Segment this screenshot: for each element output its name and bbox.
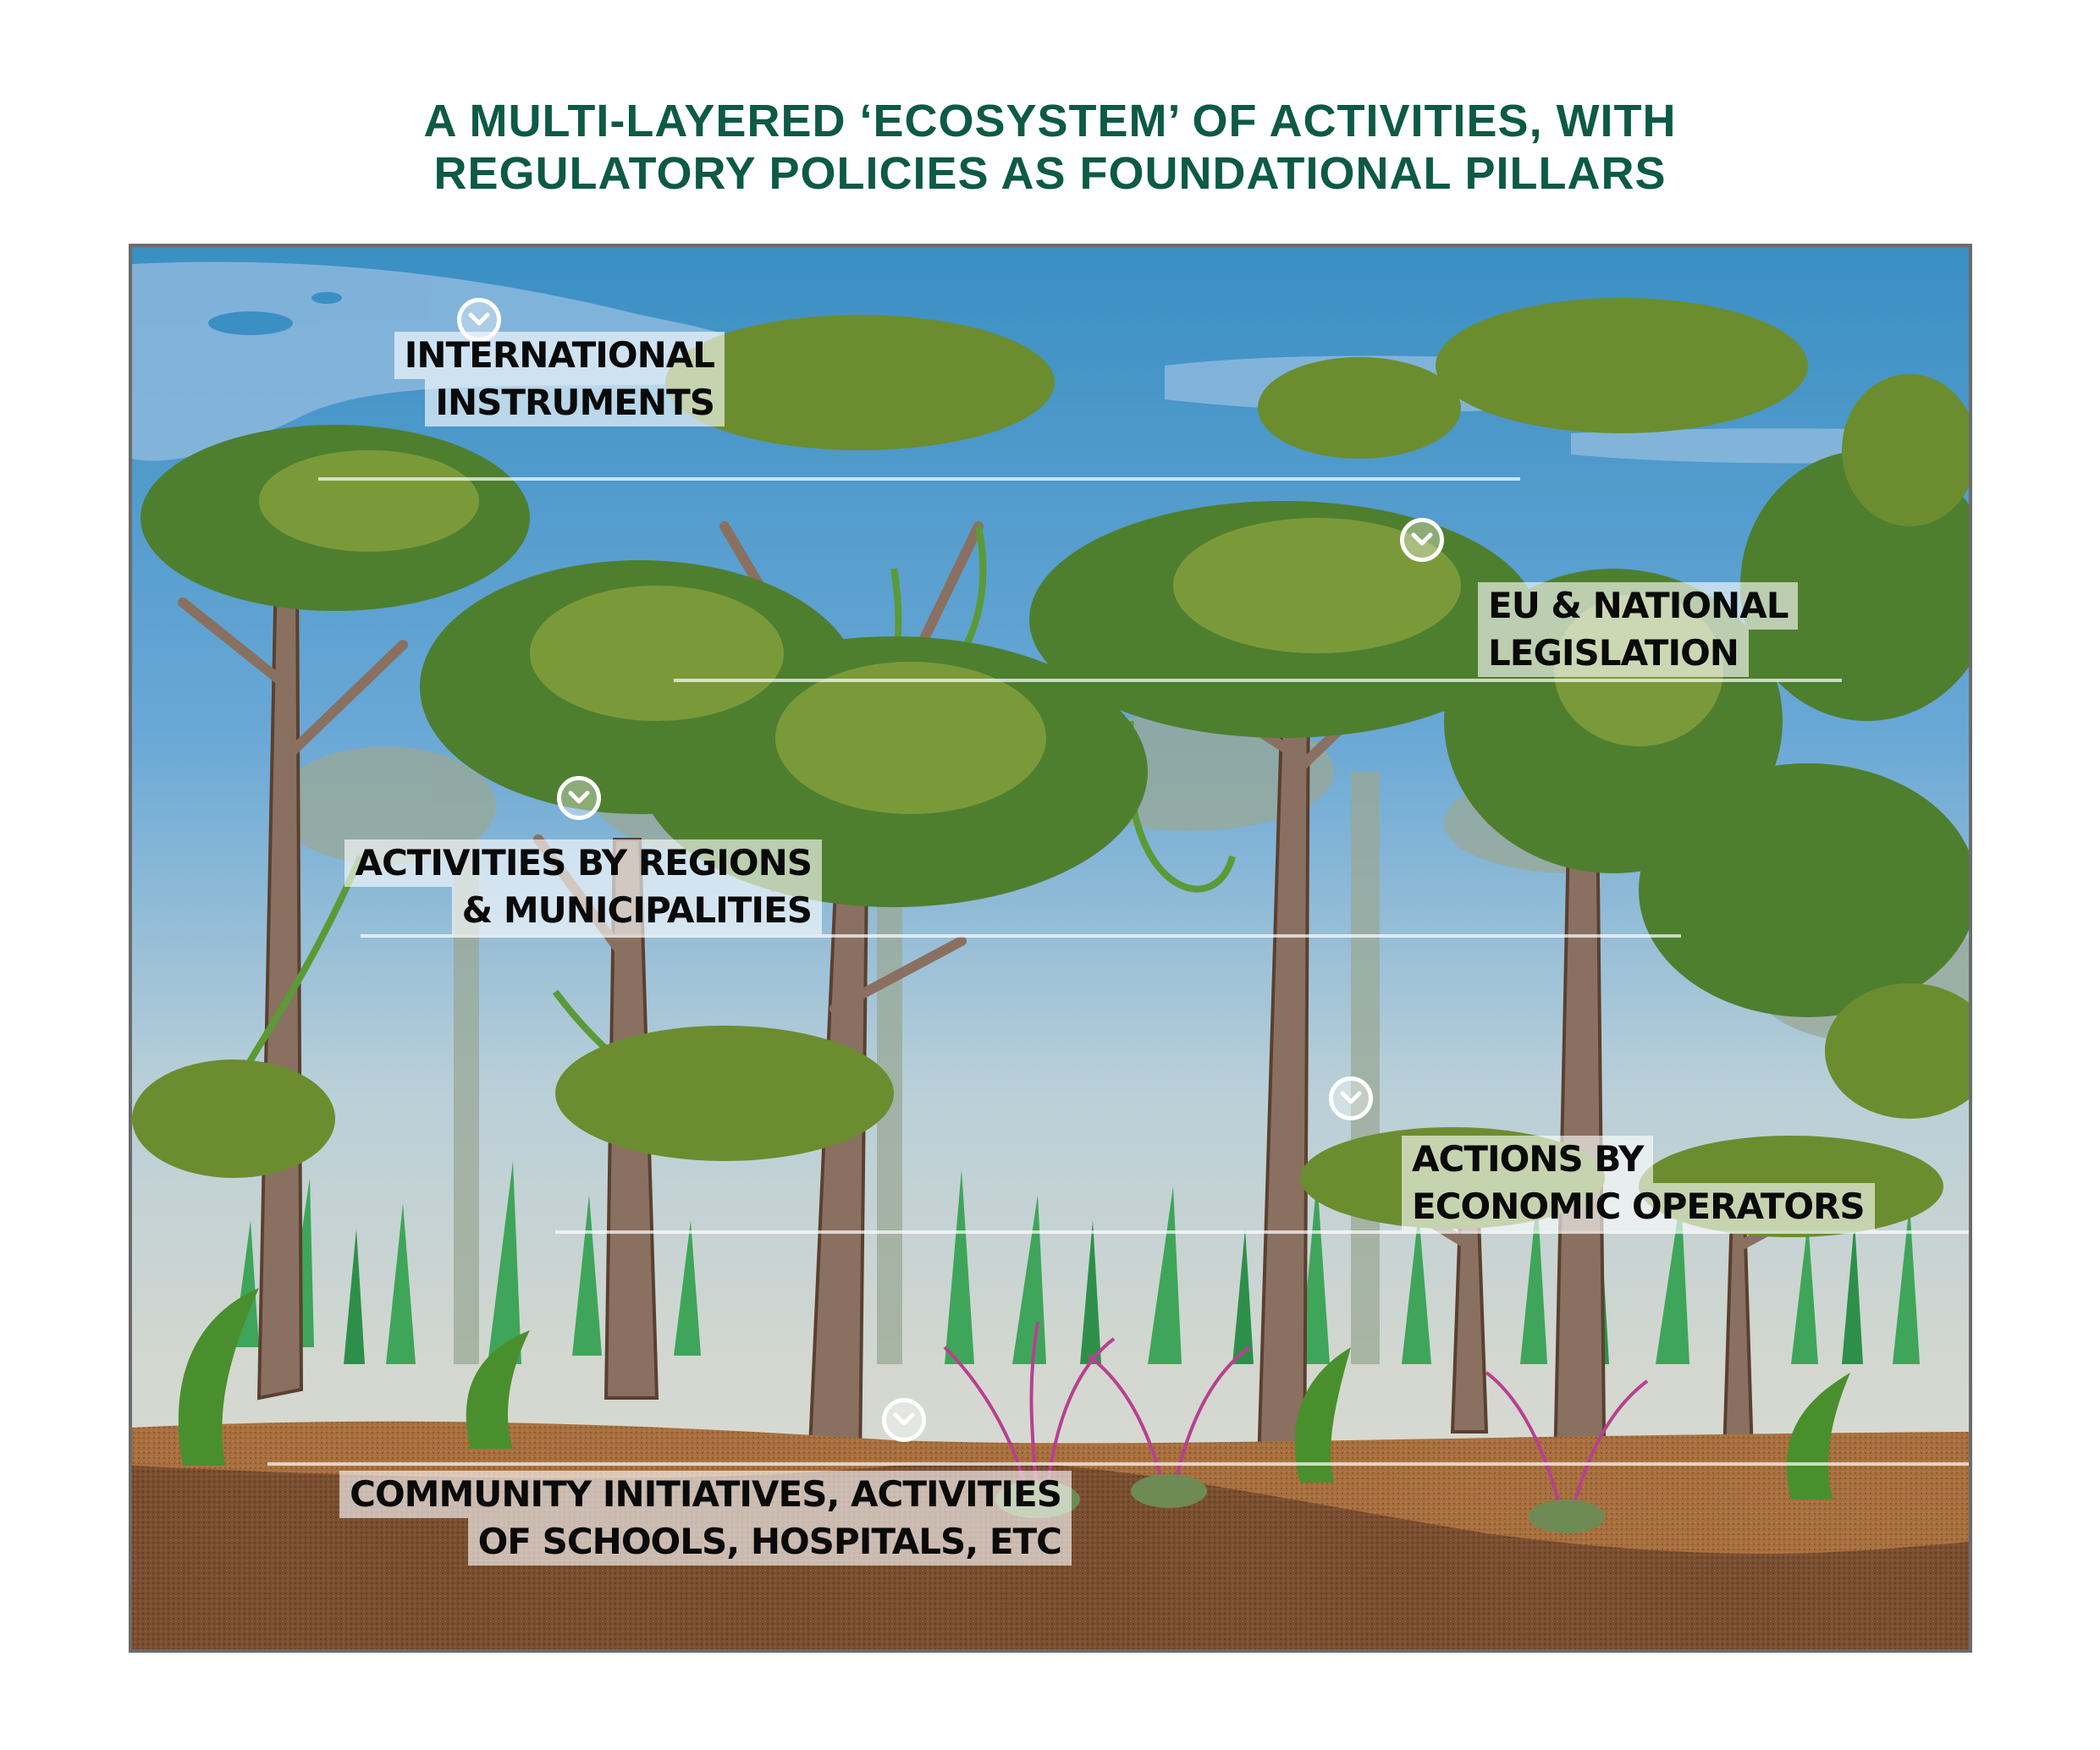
layer-divider-community [267, 1462, 1969, 1466]
label-line: INTERNATIONAL [394, 332, 725, 379]
layer-label-regions: ACTIVITIES BY REGIONS & MUNICIPALITIES [344, 839, 822, 934]
chevron-down-icon [1340, 1091, 1362, 1104]
chevron-down-icon [468, 312, 490, 326]
layer-label-international: INTERNATIONAL INSTRUMENTS [394, 332, 725, 426]
expand-eu-national-button[interactable] [1400, 518, 1444, 562]
chevron-down-icon [568, 790, 590, 804]
layer-divider-regions [361, 934, 1681, 938]
chevron-down-icon [893, 1412, 915, 1426]
figure-title: A MULTI-LAYERED ‘ECOSYSTEM’ OF ACTIVITIE… [0, 95, 2100, 200]
label-line: ECONOMIC OPERATORS [1402, 1183, 1875, 1230]
layer-divider-eu-national [674, 679, 1842, 682]
layer-label-eu-national: EU & NATIONAL LEGISLATION [1478, 582, 1799, 677]
title-line-2: REGULATORY POLICIES AS FOUNDATIONAL PILL… [433, 148, 1667, 199]
label-line: INSTRUMENTS [425, 379, 725, 426]
forest-illustration-panel: INTERNATIONAL INSTRUMENTS EU & NATIONAL … [129, 244, 1972, 1653]
title-line-1: A MULTI-LAYERED ‘ECOSYSTEM’ OF ACTIVITIE… [423, 96, 1677, 146]
expand-community-button[interactable] [882, 1398, 926, 1442]
label-line: & MUNICIPALITIES [451, 887, 822, 934]
layer-label-community: COMMUNITY INITIATIVES, ACTIVITIES OF SCH… [339, 1471, 1072, 1566]
expand-regions-button[interactable] [557, 776, 601, 820]
label-line: COMMUNITY INITIATIVES, ACTIVITIES [339, 1471, 1072, 1518]
label-line: ACTIVITIES BY REGIONS [344, 839, 822, 887]
layer-divider-international [318, 477, 1520, 481]
forest-scene [132, 247, 1969, 1649]
label-line: OF SCHOOLS, HOSPITALS, ETC [467, 1518, 1072, 1566]
expand-economic-button[interactable] [1329, 1076, 1373, 1120]
chevron-down-icon [1411, 532, 1433, 546]
label-line: ACTIONS BY [1402, 1136, 1654, 1183]
label-line: LEGISLATION [1478, 630, 1749, 677]
layer-label-economic: ACTIONS BY ECONOMIC OPERATORS [1402, 1136, 1875, 1230]
layer-divider-economic [555, 1230, 1969, 1234]
label-line: EU & NATIONAL [1478, 582, 1799, 630]
